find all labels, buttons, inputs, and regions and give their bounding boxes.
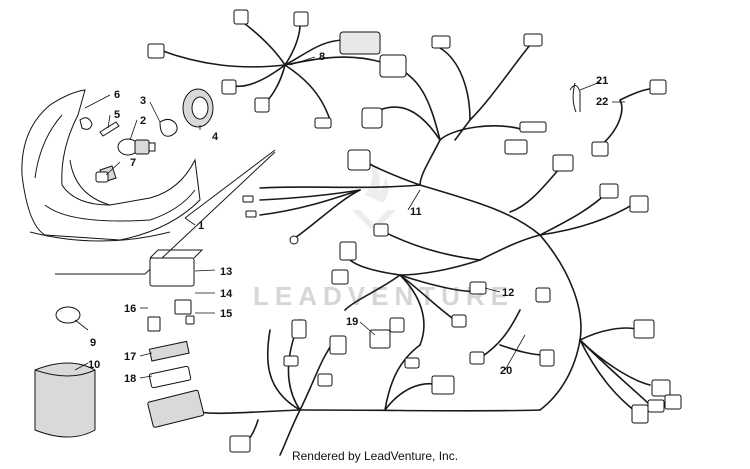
bulb-socket (95, 171, 109, 183)
rubber-grommet (182, 88, 214, 128)
watermark-text: LEADVENTURE (253, 281, 514, 311)
callout-8: 8 (319, 51, 325, 63)
callout-4: 4 (212, 131, 219, 143)
callout-6: 6 (114, 89, 120, 101)
callout-5: 5 (114, 109, 120, 121)
leader-lines (74, 56, 625, 379)
connector-mid-g (519, 121, 547, 133)
callout-1: 1 (198, 220, 204, 232)
connector-br-b (651, 379, 671, 397)
connector-br-e (664, 394, 682, 410)
fuse-box-13 (149, 249, 204, 287)
connectors (147, 9, 682, 453)
bulb-retainer-clip (159, 118, 178, 137)
gasket-18 (148, 365, 192, 389)
connector-right-b (599, 183, 619, 199)
headlight-assembly-bracket (55, 149, 276, 275)
callout-18: 18 (124, 373, 136, 385)
callout-3: 3 (140, 95, 146, 107)
clip (79, 117, 93, 130)
connector-lower-a (451, 314, 467, 328)
callout-16: 16 (124, 303, 136, 315)
callout-7: 7 (130, 157, 136, 169)
connector-mid-b (254, 97, 270, 113)
connector-br-d (631, 404, 649, 424)
callout-2: 2 (140, 115, 146, 127)
connector-lower-b (535, 287, 551, 303)
connector-mid-c (314, 117, 332, 129)
connector-mid-e (347, 149, 371, 171)
bulb (117, 138, 156, 156)
footer-credit: Rendered by LeadVenture, Inc. (291, 449, 459, 463)
connector-lower-e (329, 335, 347, 355)
connector-lower-c (291, 319, 307, 339)
connector-mid-f (504, 139, 528, 155)
callout-9: 9 (90, 337, 96, 349)
screw (99, 121, 120, 137)
callout-11: 11 (410, 206, 422, 218)
callout-20: 20 (500, 365, 512, 377)
connector-20b (539, 349, 555, 367)
callout-21: 21 (596, 75, 608, 87)
connector-top-a (233, 9, 249, 25)
callout-19: 19 (346, 316, 358, 328)
callout-15: 15 (220, 308, 232, 320)
connector-mid-a (221, 79, 237, 95)
connector-19b (389, 317, 405, 333)
connector-right-c (629, 195, 649, 213)
ring-9 (55, 306, 81, 324)
connector-12 (469, 281, 487, 295)
connector-22b (591, 141, 609, 157)
connector-lead-c (331, 269, 349, 285)
fuse-block (147, 389, 205, 428)
callout-13: 13 (220, 266, 232, 278)
connector-lower-d (283, 355, 299, 367)
connector-lower-h (431, 375, 455, 395)
main-harness (199, 139, 641, 415)
relay-16 (147, 316, 161, 332)
relay-14 (174, 299, 192, 315)
callout-22: 22 (596, 96, 608, 108)
connector-lead-a (373, 223, 389, 237)
watermark-flame-icon (352, 161, 396, 232)
callout-12: 12 (502, 287, 514, 299)
connector-right-a (552, 154, 574, 172)
connector-upper-a (431, 35, 451, 49)
callout-14: 14 (220, 288, 233, 300)
connector-top-b (293, 11, 309, 27)
sleeve-10 (34, 362, 96, 438)
connector-upper-b (523, 33, 543, 47)
clip-21 (569, 85, 581, 112)
connector-lower-f (317, 373, 333, 387)
ring-terminal (289, 235, 299, 245)
connector-lower-g (404, 357, 420, 369)
connector-20a (469, 351, 485, 365)
connector-mid-d (361, 107, 383, 129)
connector-br-c (647, 399, 665, 413)
connector-br-a (633, 319, 655, 339)
connector-8-block (339, 31, 381, 55)
connector-top-left (147, 43, 165, 59)
connector-lower-i (229, 435, 251, 453)
connector-8-right (379, 54, 407, 78)
connector-19 (369, 329, 391, 349)
headlight-housing (21, 89, 201, 242)
connector-22 (649, 79, 667, 95)
connector-lead-b (339, 241, 357, 261)
callout-10: 10 (88, 359, 100, 371)
callout-17: 17 (124, 351, 136, 363)
callouts: 6 5 3 2 4 7 1 8 11 12 19 20 21 22 13 14 … (88, 51, 608, 385)
label-17 (148, 340, 190, 362)
terminal-a (242, 195, 254, 203)
fuse-15 (185, 315, 195, 325)
terminal-b (245, 210, 257, 218)
watermark: LEADVENTURE (253, 161, 514, 311)
